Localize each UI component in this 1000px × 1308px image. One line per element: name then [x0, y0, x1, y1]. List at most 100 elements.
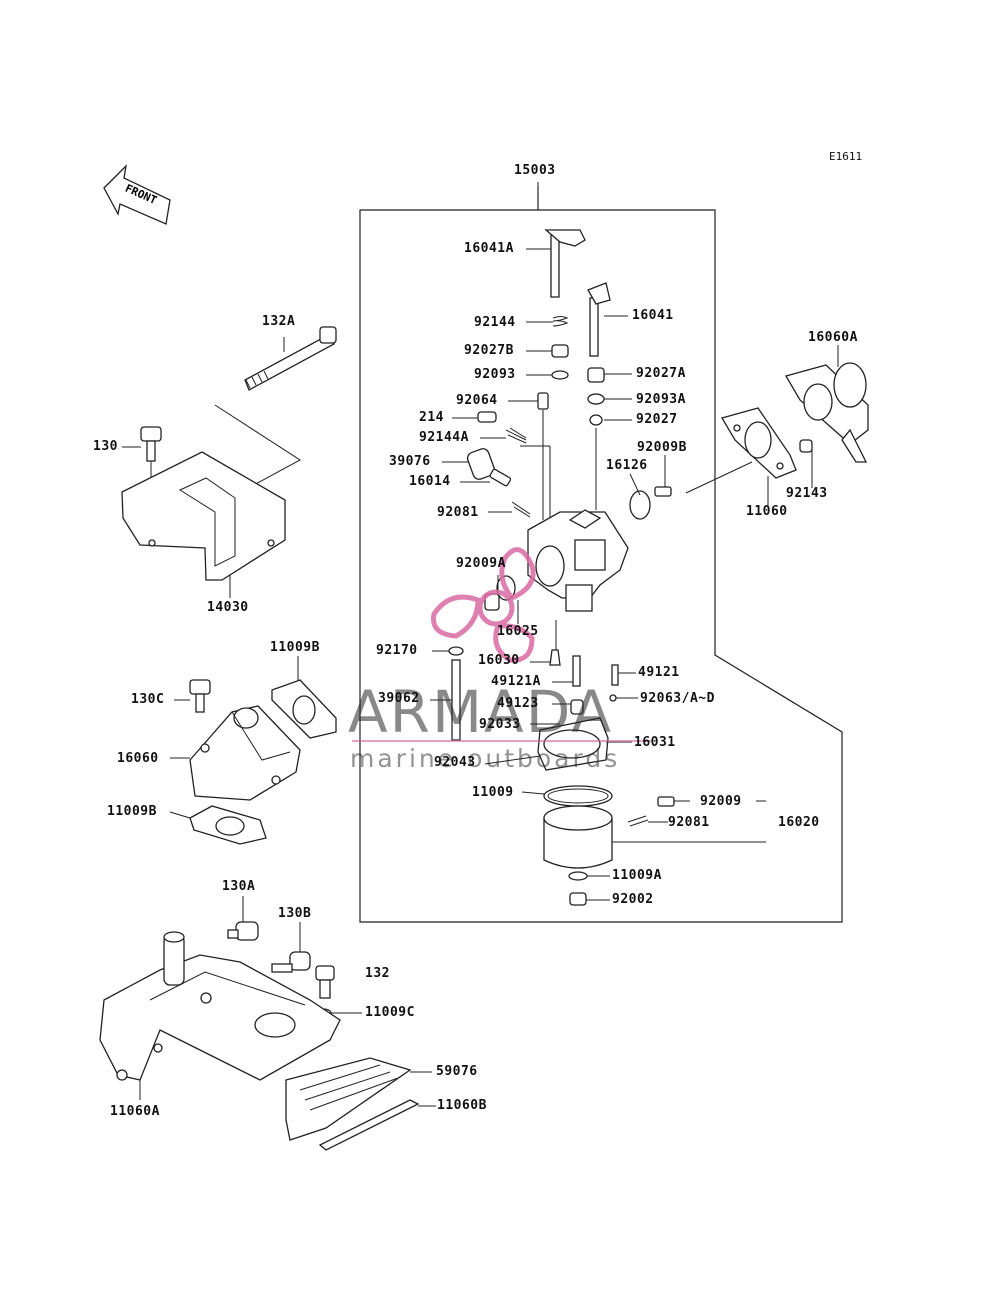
label-92081-upper: 92081: [437, 505, 479, 520]
label-11060: 11060: [746, 504, 788, 519]
part-39076: [466, 448, 496, 480]
label-11009B-top: 11009B: [270, 640, 320, 655]
watermark-brand: ARMADA: [348, 678, 614, 746]
carburetor-assembly-outline: [359, 186, 843, 923]
label-16025: 16025: [497, 624, 539, 639]
label-59076: 59076: [436, 1064, 478, 1079]
label-16030: 16030: [478, 653, 520, 668]
choke-shaft-16041: [587, 282, 611, 357]
label-130: 130: [93, 439, 118, 454]
label-92009: 92009: [700, 794, 742, 809]
bolt-130A: [227, 921, 259, 941]
label-49121: 49121: [638, 665, 680, 680]
label-92027A: 92027A: [636, 366, 686, 381]
seal-92027B: [551, 344, 569, 358]
label-49123: 49123: [497, 696, 539, 711]
front-arrow-icon: FRONT: [103, 164, 171, 225]
label-92170: 92170: [376, 643, 418, 658]
spring-92144: [552, 316, 569, 327]
intake-16060: [189, 705, 301, 801]
label-15003: 15003: [514, 163, 556, 178]
float-bowl-16020: [543, 805, 613, 869]
label-130C: 130C: [131, 692, 165, 707]
float-pin-92043: [484, 755, 541, 765]
bolt-132: [315, 965, 335, 999]
washer-11009A: [568, 871, 588, 881]
jet-49121: [611, 664, 619, 686]
label-92063: 92063/A~D: [640, 691, 715, 706]
choke-plate-16126: [629, 490, 651, 520]
label-92093: 92093: [474, 367, 516, 382]
label-130A: 130A: [222, 879, 256, 894]
label-16031: 16031: [634, 735, 676, 750]
spring-92081-lower: [627, 815, 649, 827]
washer-92093A: [587, 393, 605, 405]
label-92081-lower: 92081: [668, 815, 710, 830]
label-92009A: 92009A: [456, 556, 506, 571]
label-11009A: 11009A: [612, 868, 662, 883]
gasket-11009B-bottom: [189, 805, 267, 845]
label-92027: 92027: [636, 412, 678, 427]
watermark-divider: [352, 740, 652, 742]
label-39062: 39062: [378, 691, 420, 706]
bolt-132A: [244, 326, 337, 391]
label-92144: 92144: [474, 315, 516, 330]
label-130B: 130B: [278, 906, 312, 921]
main-jet-49121A: [572, 655, 581, 687]
seal-92027A: [587, 367, 605, 383]
pilot-screw-16014: [489, 468, 512, 487]
carburetor-body: [527, 509, 629, 612]
label-16126: 16126: [606, 458, 648, 473]
screw-214: [477, 411, 497, 423]
label-39076: 39076: [389, 454, 431, 469]
label-214: 214: [419, 410, 444, 425]
label-16060A: 16060A: [808, 330, 858, 345]
label-14030: 14030: [207, 600, 249, 615]
armada-logo-icon: [430, 547, 536, 663]
bolt-130B: [271, 951, 311, 973]
bolt-130C: [189, 679, 211, 713]
label-11009C: 11009C: [365, 1005, 415, 1020]
gasket-11060: [721, 407, 797, 479]
throttle-shaft-16041A: [544, 229, 586, 298]
washer-92093: [551, 370, 569, 380]
float-16031: [537, 717, 609, 771]
spring-92144A: [505, 427, 527, 444]
label-92009B: 92009B: [637, 440, 687, 455]
gasket-11060B: [318, 1099, 420, 1151]
label-49121A: 49121A: [491, 674, 541, 689]
seal-92027: [589, 414, 603, 426]
label-132: 132: [365, 966, 390, 981]
label-11009: 11009: [472, 785, 514, 800]
label-132A: 132A: [262, 314, 296, 329]
label-16041: 16041: [632, 308, 674, 323]
label-11060A: 11060A: [110, 1104, 160, 1119]
label-16020: 16020: [778, 815, 820, 830]
part-92143: [799, 439, 813, 453]
label-11009B-bottom: 11009B: [107, 804, 157, 819]
manifold-11060A: [99, 931, 341, 1081]
label-92064: 92064: [456, 393, 498, 408]
label-92093A: 92093A: [636, 392, 686, 407]
cover-14030: [121, 451, 286, 581]
screw-92009B: [654, 486, 672, 497]
flange-16060A: [785, 362, 869, 463]
label-92027B: 92027B: [464, 343, 514, 358]
screw-92009: [657, 796, 675, 807]
leader-lines: [442, 248, 632, 520]
label-92033: 92033: [479, 717, 521, 732]
gasket-11009B-top: [271, 679, 337, 739]
label-92144A: 92144A: [419, 430, 469, 445]
label-11060B: 11060B: [437, 1098, 487, 1113]
label-16060: 16060: [117, 751, 159, 766]
label-92002: 92002: [612, 892, 654, 907]
bolt-130: [140, 426, 162, 462]
watermark-tagline: marine outboards: [350, 744, 621, 773]
plate-59076: [285, 1057, 412, 1141]
jet-92064: [537, 392, 549, 410]
spring-92081: [511, 501, 531, 518]
label-16041A: 16041A: [464, 241, 514, 256]
drain-bolt-92002: [569, 892, 587, 906]
diagram-code: E1611: [829, 150, 863, 163]
